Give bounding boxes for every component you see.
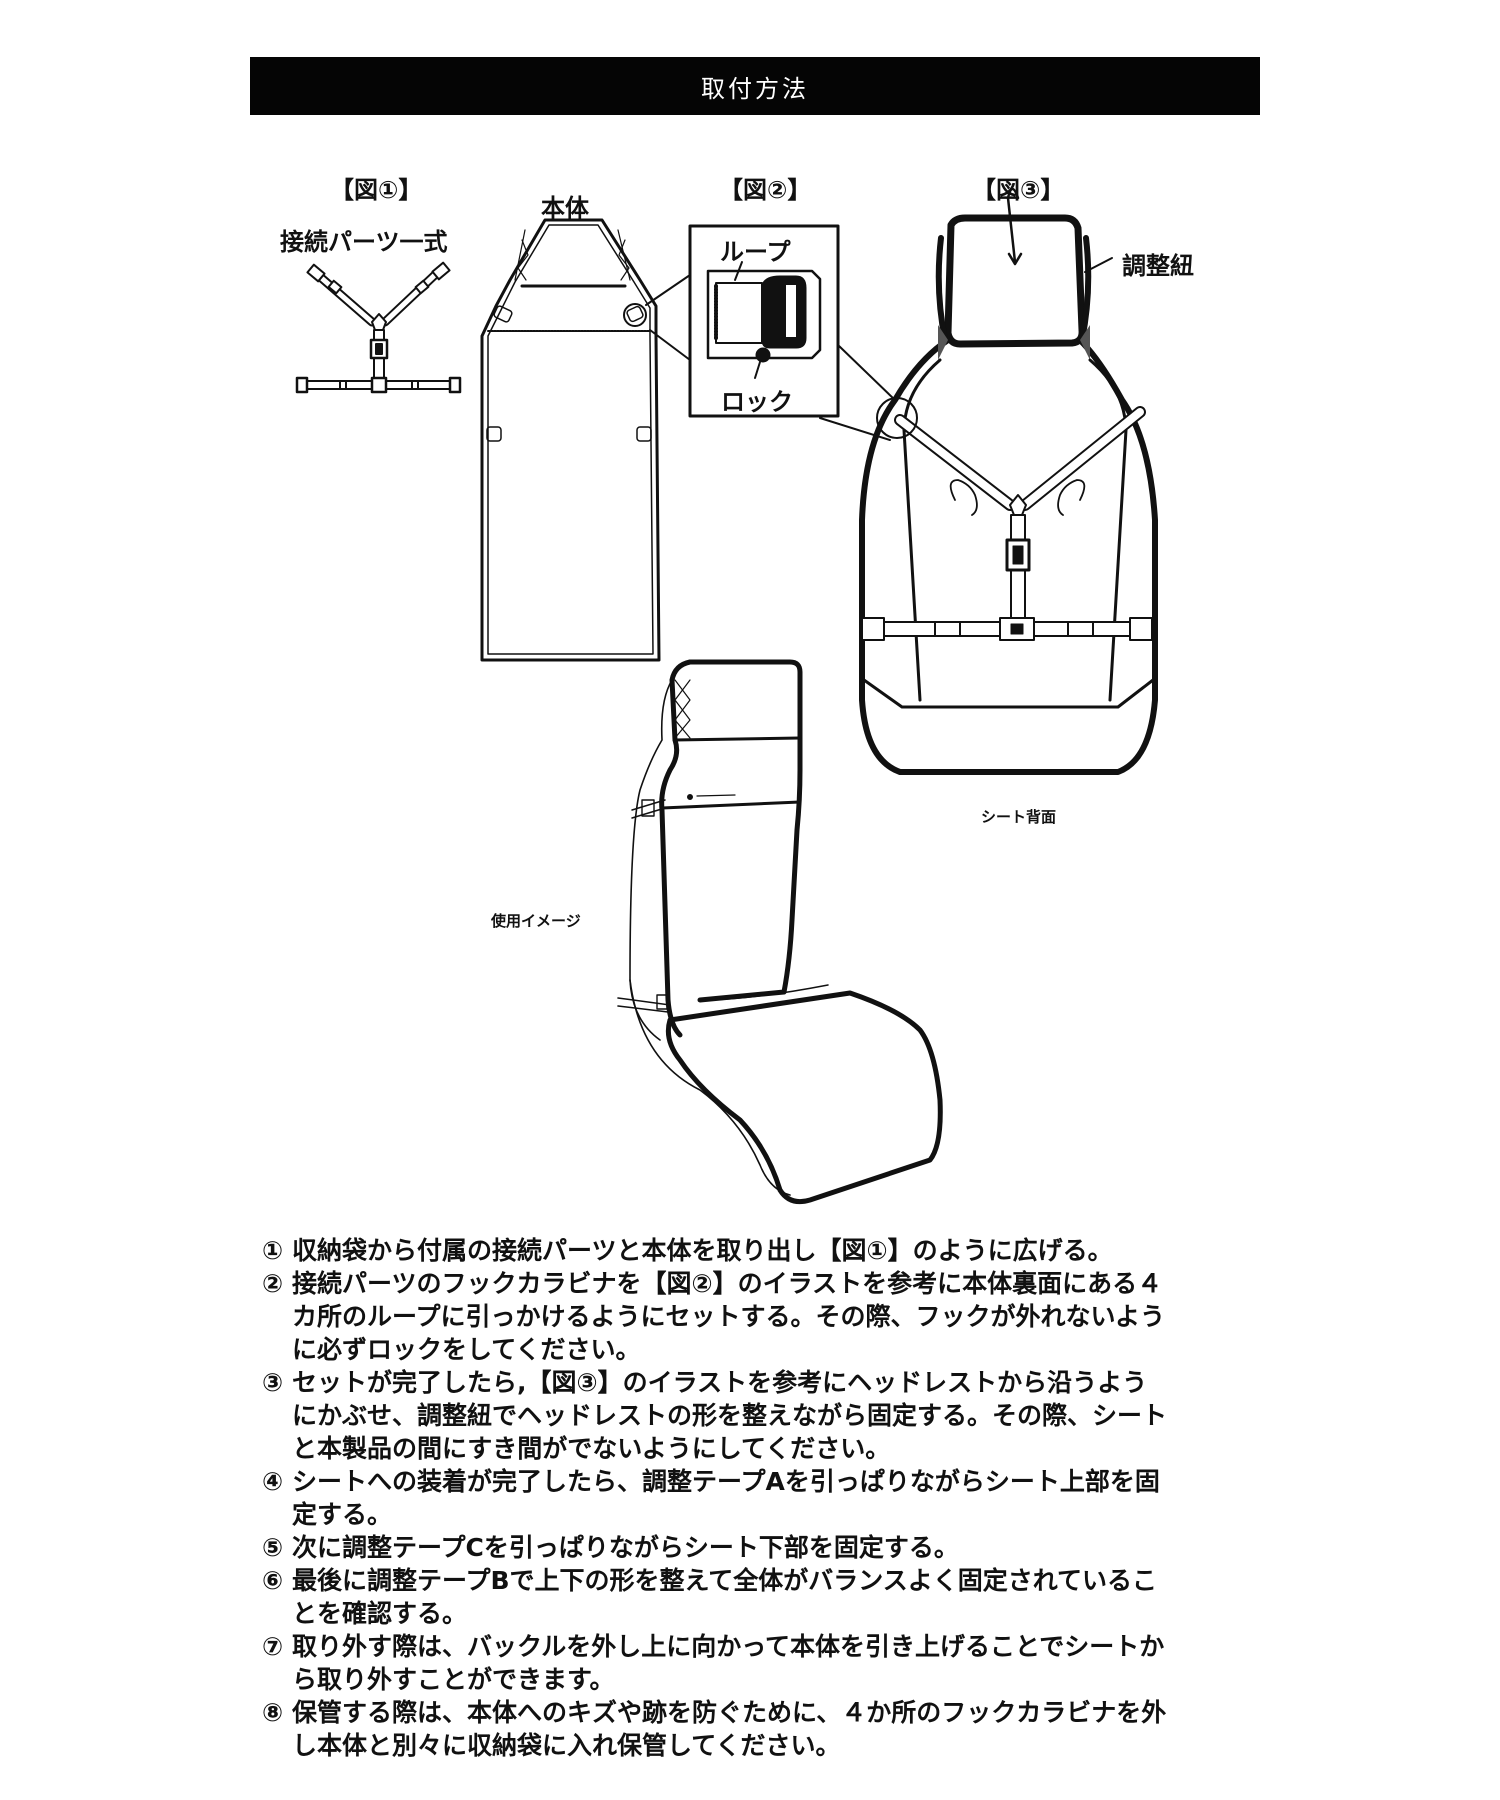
instruction-step-2: ② 接続パーツのフックカラビナを【図②】のイラストを参考に本体裏面にある４ カ所… (262, 1269, 1166, 1364)
installation-instructions: ① 収納袋から付属の接続パーツと本体を取り出し【図①】のように広げる。 ② 接続… (262, 1234, 1262, 1762)
instruction-step-3: ③ セットが完了したら,【図③】のイラストを参考にヘッドレストから沿うよう にか… (262, 1368, 1168, 1463)
usage-seat-illustration (617, 659, 943, 1205)
seat-back-illustration (859, 187, 1158, 775)
lock-callout: ロック (721, 388, 793, 416)
seat-cover-body-illustration (480, 218, 661, 662)
section-title: 取付方法 (701, 74, 809, 103)
connector-parts-illustration (295, 261, 462, 394)
loop-callout: ループ (720, 238, 791, 266)
usage-image-caption: 使用イメージ (491, 912, 581, 930)
adjustment-cord-callout: 調整紐 (1122, 252, 1194, 280)
figure-2-label: 【図②】 (719, 176, 812, 204)
connector-parts-caption: 接続パーツ一式 (280, 228, 448, 256)
installation-diagrams (295, 187, 1158, 1205)
instruction-step-1: ① 収納袋から付属の接続パーツと本体を取り出し【図①】のように広げる。 (262, 1236, 1113, 1265)
figure-1-label: 【図①】 (330, 176, 423, 204)
figure-3-label: 【図③】 (972, 176, 1065, 204)
seat-back-caption: シート背面 (981, 808, 1057, 826)
instruction-step-4: ④ シートへの装着が完了したら、調整テープAを引っぱりながらシート上部を固 定す… (262, 1467, 1160, 1529)
section-title-bar: 取付方法 (250, 57, 1260, 115)
instruction-step-6: ⑥ 最後に調整テープBで上下の形を整えて全体がバランスよく固定されているこ とを… (262, 1566, 1158, 1628)
instruction-step-8: ⑧ 保管する際は、本体へのキズや跡を防ぐために、４か所のフックカラビナを外 し本… (262, 1698, 1167, 1760)
instruction-step-5: ⑤ 次に調整テープCを引っぱりながらシート下部を固定する。 (262, 1533, 959, 1562)
body-caption: 本体 (541, 194, 589, 222)
instruction-step-7: ⑦ 取り外す際は、バックルを外し上に向かって本体を引き上げることでシートか ら取… (262, 1632, 1165, 1694)
